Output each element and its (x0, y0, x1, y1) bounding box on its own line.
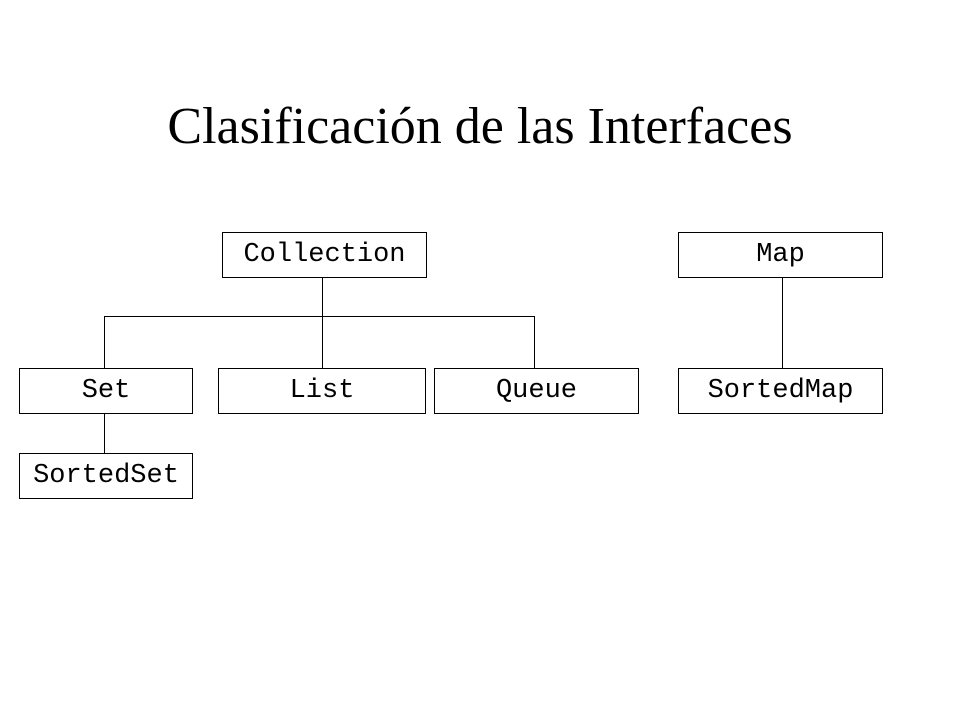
node-collection: Collection (222, 232, 427, 278)
page-title: Clasificación de las Interfaces (167, 98, 793, 155)
node-sortedset: SortedSet (19, 453, 193, 499)
node-queue: Queue (434, 368, 639, 414)
node-sortedmap: SortedMap (678, 368, 883, 414)
node-list: List (218, 368, 426, 414)
node-set: Set (19, 368, 193, 414)
node-map: Map (678, 232, 883, 278)
